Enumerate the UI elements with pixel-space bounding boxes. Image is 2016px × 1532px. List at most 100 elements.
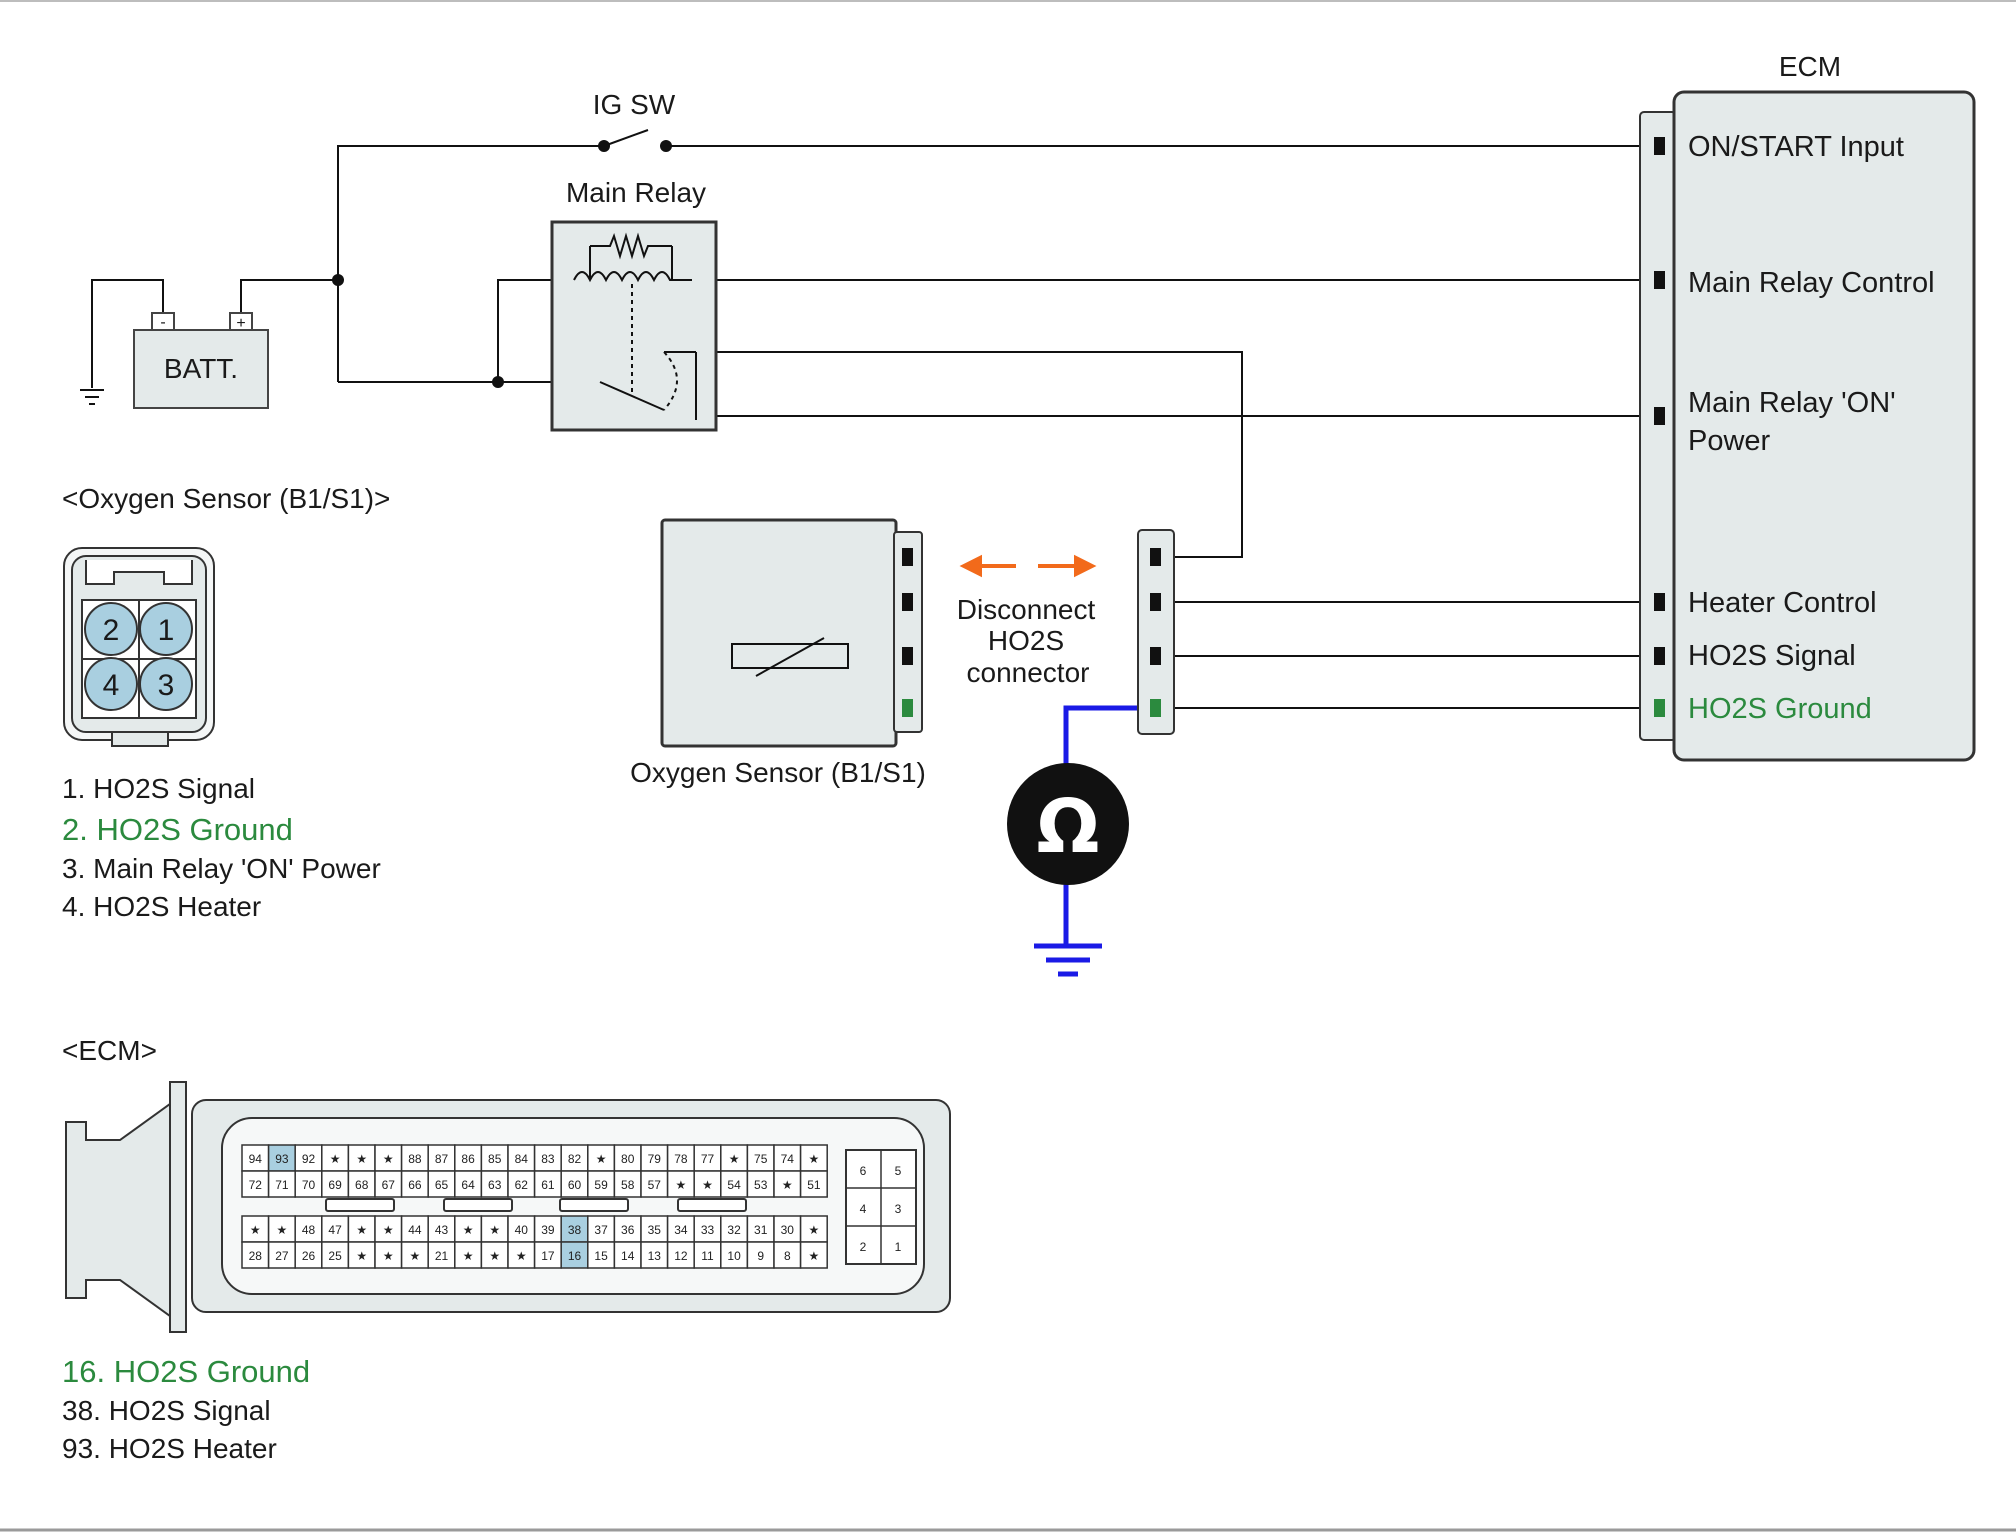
ecm-pin-label: 16 bbox=[568, 1249, 582, 1263]
ecm-small-pin-label: 3 bbox=[895, 1202, 902, 1216]
ecm-pin-label: ★ bbox=[676, 1178, 687, 1192]
ecm-pin-label: 53 bbox=[754, 1178, 768, 1192]
meter-lead bbox=[1063, 705, 1156, 784]
ecm-pin-cell bbox=[666, 1241, 695, 1269]
ecm-pin-label: 70 bbox=[302, 1178, 316, 1192]
ecm-pin-label: 64 bbox=[461, 1178, 475, 1192]
ecm-pin-label: 11 bbox=[701, 1249, 714, 1263]
ecm-pin-cell bbox=[267, 1215, 296, 1243]
battery-pos-terminal: + bbox=[236, 315, 245, 332]
ecm-pin-label: 36 bbox=[621, 1223, 635, 1237]
ecm-pin-label: 13 bbox=[648, 1249, 662, 1263]
ecm-pin-label: 51 bbox=[807, 1178, 821, 1192]
sensor-pin-4: 4 bbox=[103, 669, 120, 702]
ecm-pin-label: ★ bbox=[383, 1223, 394, 1237]
ecm-pin-cell bbox=[666, 1170, 695, 1198]
ecm-pin-label: 44 bbox=[408, 1223, 422, 1237]
ecm-pin-label: 61 bbox=[541, 1178, 555, 1192]
ecm-pin-label: 58 bbox=[621, 1178, 635, 1192]
ecm-pin-label: ★ bbox=[489, 1249, 500, 1263]
ecm-pin-label: 40 bbox=[515, 1223, 529, 1237]
ecm-pin-cell bbox=[480, 1144, 509, 1172]
ecm-pin-label: 78 bbox=[674, 1152, 688, 1166]
ecm-pin-relay-control: Main Relay Control bbox=[1688, 267, 1935, 299]
ecm-pin-label: ★ bbox=[809, 1249, 820, 1263]
ecm-pin-label: ★ bbox=[383, 1249, 394, 1263]
ecm-pin-label: 8 bbox=[784, 1249, 791, 1263]
ecm-pin-cell bbox=[267, 1241, 296, 1269]
ecm-pin-cell bbox=[480, 1241, 509, 1269]
oxygen-sensor: Oxygen Sensor (B1/S1) bbox=[630, 518, 926, 788]
ecm-pin-label: ★ bbox=[782, 1178, 793, 1192]
battery-label: BATT. bbox=[164, 353, 238, 384]
ecm-pin-label: 59 bbox=[594, 1178, 608, 1192]
ecm-pin-label: 17 bbox=[541, 1249, 555, 1263]
ecm-pin-relay-on-power-2: Power bbox=[1688, 425, 1771, 457]
ecm-pin-cell bbox=[374, 1241, 403, 1269]
ecm-pin-label: 26 bbox=[302, 1249, 316, 1263]
ecm-pin-cell bbox=[241, 1241, 270, 1269]
ecm-pin-label: 47 bbox=[328, 1223, 342, 1237]
ecm-pin-cell bbox=[799, 1241, 828, 1269]
main-relay-label: Main Relay bbox=[566, 177, 706, 208]
ecm-pin-cell bbox=[640, 1170, 669, 1198]
ecm-pin-on-start: ON/START Input bbox=[1688, 131, 1904, 163]
ecm-pin-cell bbox=[480, 1170, 509, 1198]
ecm-pin-label: ★ bbox=[702, 1178, 713, 1192]
ecm-pin-label: 33 bbox=[701, 1223, 715, 1237]
ecm-pin-cell bbox=[321, 1170, 350, 1198]
ecm-pin-label: 92 bbox=[302, 1152, 316, 1166]
ecm-pin-label: 25 bbox=[328, 1249, 342, 1263]
ecm-pin-cell bbox=[507, 1241, 536, 1269]
ecm-pin-label: 27 bbox=[275, 1249, 289, 1263]
ecm-pin-label: 57 bbox=[648, 1178, 662, 1192]
ecm-title: ECM bbox=[1779, 51, 1841, 82]
ecm-pin-label: ★ bbox=[410, 1249, 421, 1263]
ecm-pin-cell bbox=[799, 1144, 828, 1172]
ecm-pin-label: ★ bbox=[809, 1223, 820, 1237]
ecm-pin-label: 28 bbox=[249, 1249, 263, 1263]
sensor-pin-1: 1 bbox=[158, 614, 175, 647]
ecm-pin-cell bbox=[294, 1170, 323, 1198]
disconnect-note-line1: Disconnect bbox=[957, 594, 1096, 625]
disconnect-note-line2: HO2S bbox=[988, 625, 1064, 656]
ecm-pin-label: 15 bbox=[594, 1249, 608, 1263]
ecm-pin-label: ★ bbox=[809, 1152, 820, 1166]
ecm-legend-2: 38. HO2S Signal bbox=[62, 1395, 271, 1426]
ecm-pin-label: 69 bbox=[328, 1178, 342, 1192]
ecm-pin-label: 77 bbox=[701, 1152, 715, 1166]
ecm-pin-cell bbox=[799, 1170, 828, 1198]
ecm-pin-cell bbox=[587, 1170, 616, 1198]
battery: - + BATT. bbox=[133, 312, 269, 409]
ecm-pin-label: 37 bbox=[594, 1223, 608, 1237]
ecm-pin-label: 68 bbox=[355, 1178, 369, 1192]
ecm-pin-label: 85 bbox=[488, 1152, 502, 1166]
sensor-legend-1: 1. HO2S Signal bbox=[62, 773, 255, 804]
ecm-pin-label: 48 bbox=[302, 1223, 316, 1237]
ecm-pin-cell bbox=[746, 1241, 775, 1269]
ecm-pin-label: 30 bbox=[781, 1223, 795, 1237]
ecm-pin-cell bbox=[454, 1170, 483, 1198]
ecm-pin-cell bbox=[400, 1215, 429, 1243]
ecm-pin-label: ★ bbox=[516, 1249, 527, 1263]
ecm-pin-heater-control: Heater Control bbox=[1688, 587, 1877, 619]
ecm-pin-cell bbox=[267, 1170, 296, 1198]
ohm-icon: Ω bbox=[1007, 763, 1129, 885]
ecm-pin-cell bbox=[720, 1215, 749, 1243]
ecm-block: ECM ON/START Input Main Relay Control Ma… bbox=[1639, 51, 1976, 762]
ecm-pin-cell bbox=[321, 1241, 350, 1269]
ecm-pin-label: 38 bbox=[568, 1223, 582, 1237]
ecm-pin-cell bbox=[400, 1170, 429, 1198]
ecm-pin-cell bbox=[640, 1241, 669, 1269]
ecm-pin-cell bbox=[507, 1170, 536, 1198]
sensor-connector-face: 2 1 4 3 bbox=[63, 547, 215, 747]
ecm-pin-label: ★ bbox=[277, 1223, 288, 1237]
ground-symbol bbox=[1034, 943, 1102, 977]
ecm-pin-label: ★ bbox=[463, 1249, 474, 1263]
ecm-pin-cell bbox=[773, 1241, 802, 1269]
ecm-pin-label: ★ bbox=[596, 1152, 607, 1166]
sensor-legend-2: 2. HO2S Ground bbox=[62, 812, 293, 847]
ecm-pin-cell bbox=[560, 1241, 589, 1269]
ecm-pin-label: 32 bbox=[727, 1223, 741, 1237]
